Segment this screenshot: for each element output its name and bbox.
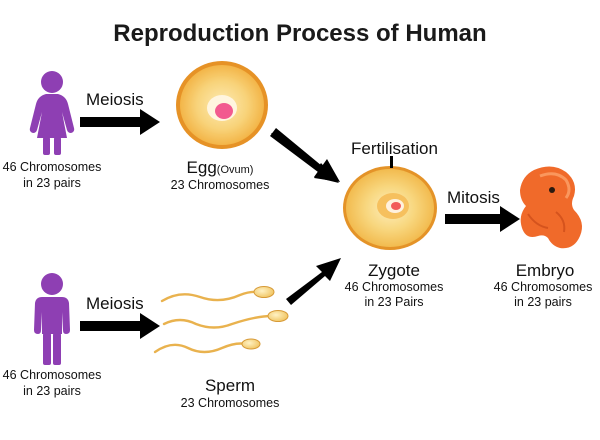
embryo-chromosomes-line2: in 23 pairs	[514, 295, 572, 309]
egg-alt-name: (Ovum)	[216, 164, 254, 176]
meiosis-bottom-arrow	[80, 313, 160, 339]
male-icon	[34, 273, 70, 365]
egg-chromosomes: 23 Chromosomes	[170, 178, 270, 192]
fertilisation-label: Fertilisation	[351, 139, 438, 158]
female-icon	[29, 71, 75, 155]
sperm-to-zygote-arrow	[286, 258, 341, 305]
meiosis-top-arrow	[80, 109, 160, 135]
sperm-heads	[241, 286, 289, 350]
mitosis-label: Mitosis	[447, 188, 500, 207]
meiosis-top-label: Meiosis	[86, 90, 144, 109]
meiosis-bottom-label: Meiosis	[86, 294, 144, 313]
zygote-chromosomes-line1: 46 Chromosomes	[344, 280, 444, 294]
male-chromosomes-line2: in 23 pairs	[23, 384, 81, 398]
sperm-chromosomes: 23 Chromosomes	[180, 396, 280, 410]
embryo-chromosomes-line1: 46 Chromosomes	[493, 280, 593, 294]
egg-cell	[176, 61, 268, 149]
fertilisation-tick	[390, 156, 393, 168]
mitosis-arrow	[445, 206, 520, 232]
egg-to-zygote-arrow	[270, 128, 340, 183]
zygote-chromosomes-line2: in 23 Pairs	[364, 295, 424, 309]
female-chromosomes-line1: 46 Chromosomes	[2, 160, 102, 174]
zygote-name: Zygote	[368, 261, 420, 280]
egg-name: Egg	[186, 158, 217, 177]
sperm-cells	[153, 290, 274, 354]
female-chromosomes-line2: in 23 pairs	[23, 176, 81, 190]
diagram-title: Reproduction Process of Human	[113, 20, 487, 47]
egg-name-row: Egg(Ovum)	[160, 158, 280, 178]
sperm-name: Sperm	[204, 376, 256, 395]
male-chromosomes-line1: 46 Chromosomes	[2, 368, 102, 382]
zygote-cell	[343, 166, 437, 250]
embryo-name: Embryo	[515, 261, 575, 280]
embryo-icon	[520, 166, 582, 249]
